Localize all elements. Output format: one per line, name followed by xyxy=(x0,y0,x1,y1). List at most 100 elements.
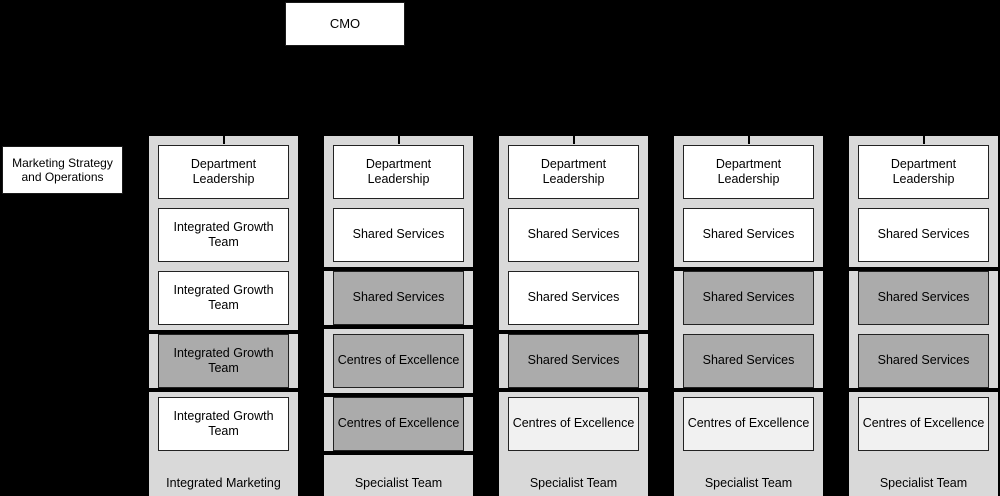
connector-line xyxy=(572,135,575,144)
cell-wrapper: Integrated Growth Team xyxy=(158,208,289,262)
node-shared-services[interactable]: Shared Services xyxy=(683,334,814,388)
node-label: Shared Services xyxy=(702,290,795,305)
cell-wrapper: Integrated Growth Team xyxy=(158,397,289,451)
column-footer-text: Specialist Team xyxy=(529,476,618,490)
column-footer-text: Specialist Team xyxy=(354,476,443,490)
cell-wrapper: Shared Services xyxy=(858,208,989,262)
node-shared-services[interactable]: Shared Services xyxy=(333,208,464,262)
cell-wrapper: Shared Services xyxy=(858,271,989,325)
node-label: Centres of Excellence xyxy=(687,416,810,431)
cell-wrapper: Centres of Excellence xyxy=(333,334,464,388)
node-label: Shared Services xyxy=(877,227,970,242)
node-label: Department Leadership xyxy=(715,156,782,186)
node-shared-services[interactable]: Shared Services xyxy=(858,208,989,262)
cell-wrapper: Shared Services xyxy=(333,271,464,325)
node-department-leadership[interactable]: Department Leadership xyxy=(333,145,464,199)
cell-wrapper: Shared Services xyxy=(333,208,464,262)
node-department-leadership[interactable]: Department Leadership xyxy=(508,145,639,199)
cell-wrapper: Integrated Growth Team xyxy=(158,334,289,388)
node-marketing-strategy-and-operations[interactable]: Marketing Strategy and Operations xyxy=(2,146,123,194)
node-integrated-growth-team[interactable]: Integrated Growth Team xyxy=(158,397,289,451)
cell-wrapper: Centres of Excellence xyxy=(683,397,814,451)
node-centres-of-excellence[interactable]: Centres of Excellence xyxy=(333,334,464,388)
node-department-leadership[interactable]: Department Leadership xyxy=(158,145,289,199)
cell-wrapper: Centres of Excellence xyxy=(858,397,989,451)
column-footer-label: Specialist Team xyxy=(683,470,814,496)
node-centres-of-excellence[interactable]: Centres of Excellence xyxy=(508,397,639,451)
node-label: Shared Services xyxy=(527,353,620,368)
node-label: Department Leadership xyxy=(890,156,957,186)
node-cmo-label: CMO xyxy=(329,16,361,32)
cell-wrapper: Shared Services xyxy=(683,271,814,325)
cell-wrapper: Department Leadership xyxy=(858,145,989,199)
cell-wrapper: Integrated Growth Team xyxy=(158,271,289,325)
node-label: Shared Services xyxy=(877,290,970,305)
connector-line xyxy=(747,135,750,144)
node-shared-services[interactable]: Shared Services xyxy=(858,334,989,388)
column-footer-label: Integrated Marketing xyxy=(158,470,289,496)
cell-wrapper: Shared Services xyxy=(508,271,639,325)
node-shared-services[interactable]: Shared Services xyxy=(508,208,639,262)
cell-wrapper: Shared Services xyxy=(858,334,989,388)
node-label: Shared Services xyxy=(527,290,620,305)
node-label: Integrated Growth Team xyxy=(173,408,274,438)
node-integrated-growth-team[interactable]: Integrated Growth Team xyxy=(158,334,289,388)
cell-wrapper: Shared Services xyxy=(508,208,639,262)
column-footer-text: Integrated Marketing xyxy=(166,476,281,490)
node-shared-services[interactable]: Shared Services xyxy=(683,208,814,262)
cell-wrapper: Shared Services xyxy=(508,334,639,388)
node-shared-services[interactable]: Shared Services xyxy=(508,334,639,388)
column-footer-label: Specialist Team xyxy=(508,470,639,496)
node-label: Shared Services xyxy=(527,227,620,242)
node-marketing-strategy-and-operations-label: Marketing Strategy and Operations xyxy=(12,155,113,184)
node-label: Centres of Excellence xyxy=(862,416,985,431)
node-label: Integrated Growth Team xyxy=(173,345,274,375)
node-label: Centres of Excellence xyxy=(337,353,460,368)
column-footer-text: Specialist Team xyxy=(704,476,793,490)
node-shared-services[interactable]: Shared Services xyxy=(333,271,464,325)
connector-line xyxy=(922,135,925,144)
node-label: Integrated Growth Team xyxy=(173,219,274,249)
node-shared-services[interactable]: Shared Services xyxy=(508,271,639,325)
cell-wrapper: Department Leadership xyxy=(158,145,289,199)
node-label: Department Leadership xyxy=(190,156,257,186)
cell-wrapper: Centres of Excellence xyxy=(333,397,464,451)
node-cmo[interactable]: CMO xyxy=(285,2,405,46)
node-department-leadership[interactable]: Department Leadership xyxy=(858,145,989,199)
node-label: Shared Services xyxy=(352,227,445,242)
node-shared-services[interactable]: Shared Services xyxy=(858,271,989,325)
node-centres-of-excellence[interactable]: Centres of Excellence xyxy=(683,397,814,451)
cell-wrapper: Department Leadership xyxy=(333,145,464,199)
node-label: Integrated Growth Team xyxy=(173,282,274,312)
node-label: Shared Services xyxy=(702,353,795,368)
node-department-leadership[interactable]: Department Leadership xyxy=(683,145,814,199)
node-shared-services[interactable]: Shared Services xyxy=(683,271,814,325)
node-centres-of-excellence[interactable]: Centres of Excellence xyxy=(858,397,989,451)
node-label: Shared Services xyxy=(877,353,970,368)
cell-wrapper: Shared Services xyxy=(683,334,814,388)
node-label: Department Leadership xyxy=(365,156,432,186)
cell-wrapper: Department Leadership xyxy=(508,145,639,199)
node-label: Shared Services xyxy=(702,227,795,242)
node-label: Shared Services xyxy=(352,290,445,305)
node-centres-of-excellence[interactable]: Centres of Excellence xyxy=(333,397,464,451)
column-footer-label: Specialist Team xyxy=(333,470,464,496)
connector-line xyxy=(222,135,225,144)
node-label: Centres of Excellence xyxy=(512,416,635,431)
node-integrated-growth-team[interactable]: Integrated Growth Team xyxy=(158,208,289,262)
connector-line xyxy=(397,135,400,144)
cell-wrapper: Centres of Excellence xyxy=(508,397,639,451)
cell-wrapper: Shared Services xyxy=(683,208,814,262)
column-footer-text: Specialist Team xyxy=(879,476,968,490)
node-label: Department Leadership xyxy=(540,156,607,186)
column-footer-label: Specialist Team xyxy=(858,470,989,496)
node-label: Centres of Excellence xyxy=(337,416,460,431)
node-integrated-growth-team[interactable]: Integrated Growth Team xyxy=(158,271,289,325)
